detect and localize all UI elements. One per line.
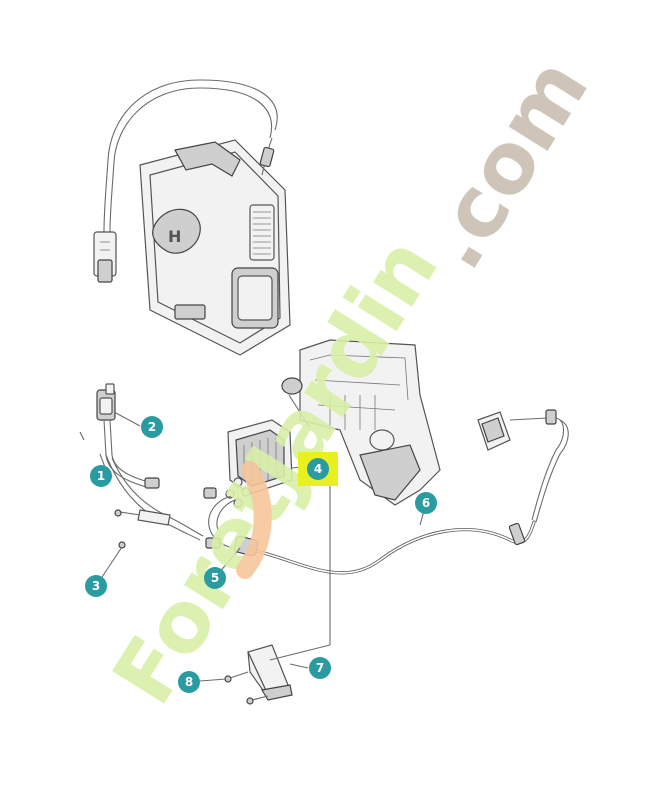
callout-6-label: 6: [422, 496, 430, 510]
wire-harness-illustration: [79, 383, 204, 549]
watermark-text-grey: .com: [404, 41, 607, 285]
watermark: ForetJardin .com: [94, 41, 607, 720]
callout-8[interactable]: 8: [178, 671, 200, 693]
svg-text:H: H: [168, 227, 181, 246]
callout-1[interactable]: 1: [90, 465, 112, 487]
callout-4-label: 4: [314, 462, 322, 476]
callout-2-label: 2: [148, 420, 156, 434]
callout-7-label: 7: [316, 661, 324, 675]
bracket-illustration: [224, 644, 293, 705]
callouts: 1 2 3 4 5 6 7 8: [85, 416, 437, 693]
callout-3[interactable]: 3: [85, 575, 107, 597]
callout-1-label: 1: [97, 469, 105, 483]
callout-2[interactable]: 2: [141, 416, 163, 438]
callout-3-label: 3: [92, 579, 100, 593]
callout-5[interactable]: 5: [204, 567, 226, 589]
callout-7[interactable]: 7: [309, 657, 331, 679]
callout-6[interactable]: 6: [415, 492, 437, 514]
callout-8-label: 8: [185, 675, 193, 689]
backpack-battery-illustration: H: [93, 79, 291, 356]
callout-5-label: 5: [211, 571, 219, 585]
watermark-orange-mark: [236, 461, 272, 579]
carrier-frame-illustration: [281, 339, 441, 506]
handle-switch-illustration: [477, 409, 569, 523]
callout-4[interactable]: 4: [307, 458, 329, 480]
